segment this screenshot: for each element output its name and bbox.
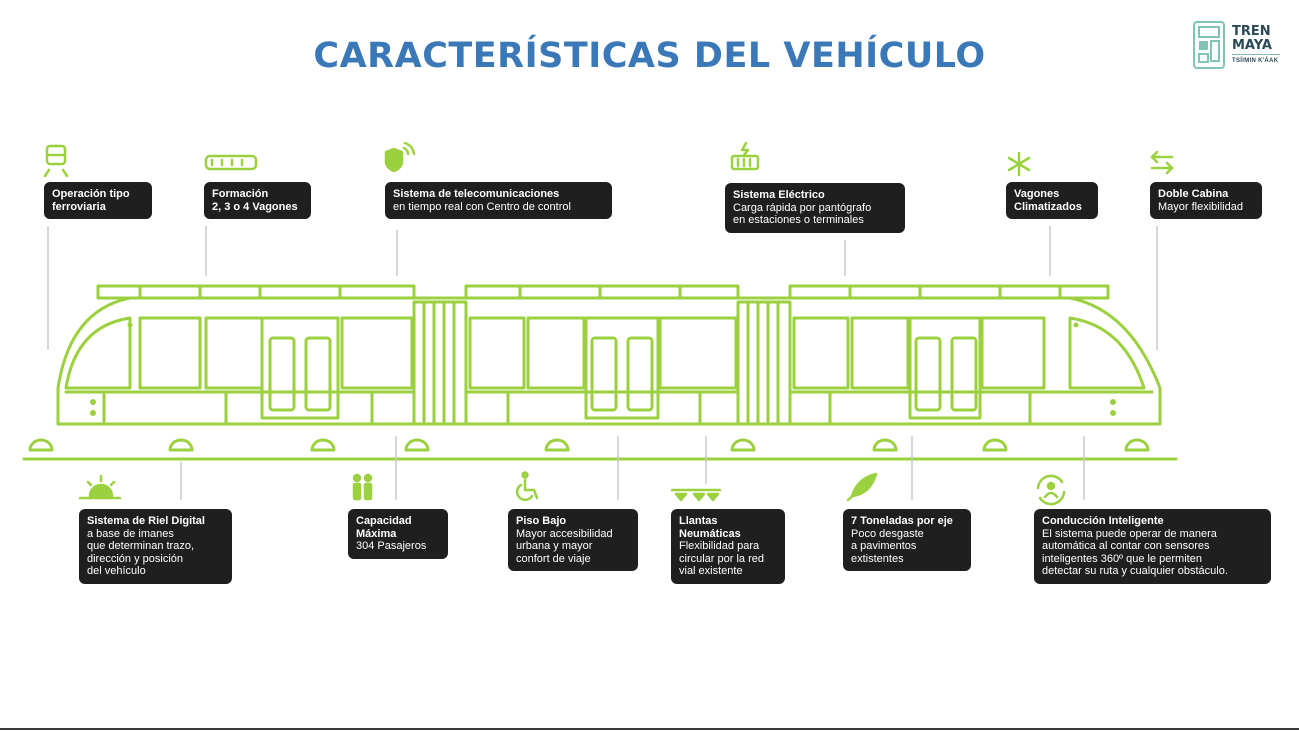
wheel [982,438,1008,452]
roof-unit-1 [96,284,416,300]
callout-body: Flexibilidad para circular por la red vi… [679,540,764,577]
front-windshield [64,316,132,390]
sunrise-icon [78,474,122,500]
callout-llantas: Llantas Neumáticas Flexibilidad para cir… [671,509,785,584]
wheel [544,438,570,452]
callout-title: Capacidad Máxima [356,515,412,540]
bottom-border [0,728,1299,730]
roof-unit-2 [464,284,740,300]
callout-title: Vagones Climatizados [1014,188,1082,213]
callout-body: 304 Pasajeros [356,540,427,552]
wheelchair-icon [515,471,539,502]
callout-formacion: Formación 2, 3 o 4 Vagones [204,182,311,219]
articulation-1 [412,300,468,426]
rear-windshield [1068,316,1146,390]
door-3 [908,316,982,420]
roof-unit-3 [788,284,1110,300]
callout-body: Mayor accesibilidad urbana y mayor confo… [516,527,613,565]
wheel [1124,438,1150,452]
callout-conduccion: Conducción Inteligente El sistema puede … [1034,509,1271,584]
logo-word-maya: MAYA [1232,38,1272,53]
callout-piso-bajo: Piso Bajo Mayor accesibilidad urbana y m… [508,509,638,571]
door-1 [260,316,340,420]
callout-body: en tiempo real con Centro de control [393,200,571,213]
callout-body: Poco desgaste a pavimentos extistentes [851,527,924,565]
logo-divider [1232,54,1280,55]
tren-maya-logo: TREN MAYA TSÍIMIN K'ÁAK [1192,20,1284,74]
callout-title: Llantas Neumáticas [679,515,741,540]
callout-title: Piso Bajo [516,515,567,527]
logo-tagline: TSÍIMIN K'ÁAK [1232,58,1279,64]
callout-body: a base de imanes que determinan trazo, d… [87,527,195,578]
people-icon [352,473,373,501]
callout-electrico: Sistema Eléctrico Carga rápida por pantó… [725,183,905,233]
callout-body: Mayor flexibilidad [1158,200,1243,213]
wheel [872,438,898,452]
logo-word-tren: TREN [1232,24,1271,39]
shield-signal-icon [384,141,416,173]
tires-icon [670,488,722,502]
wheel [404,438,430,452]
callout-title: Sistema Eléctrico [733,189,825,201]
train-icon [43,144,69,178]
callout-capacidad: Capacidad Máxima 304 Pasajeros [348,509,448,559]
page-title: CARACTERÍSTICAS DEL VEHÍCULO [313,36,986,76]
callout-title: Formación 2, 3 o 4 Vagones [212,188,298,213]
callout-telecom: Sistema de telecomunicaciones en tiempo … [385,182,612,219]
callout-riel-digital: Sistema de Riel Digital a base de imanes… [79,509,232,584]
smart-driving-icon [1036,474,1066,506]
callout-body: Carga rápida por pantógrafo en estacione… [733,201,872,227]
callout-title: Sistema de Riel Digital [87,515,205,527]
callout-body: El sistema puede operar de manera automá… [1042,527,1228,578]
articulation-2 [736,300,792,426]
callout-toneladas: 7 Toneladas por eje Poco desgaste a pavi… [843,509,971,571]
callout-climatizados: Vagones Climatizados [1006,182,1098,219]
tren-maya-glyph-icon [1193,21,1225,69]
railcar-icon [204,154,258,171]
callout-operacion: Operación tipo ferroviaria [44,182,152,219]
callout-title: 7 Toneladas por eje [851,515,953,527]
wheel [730,438,756,452]
feather-icon [846,472,878,502]
callout-doble-cabina: Doble Cabina Mayor flexibilidad [1150,182,1262,219]
callout-title: Operación tipo ferroviaria [52,188,130,213]
callout-title: Doble Cabina [1158,188,1229,200]
callout-title: Sistema de telecomunicaciones [393,188,560,200]
snowflake-icon [1007,151,1031,177]
wheel [310,438,336,452]
callout-title: Conducción Inteligente [1042,515,1164,527]
double-arrow-icon [1150,150,1174,175]
door-2 [584,316,660,420]
wheel [168,438,194,452]
wheel [28,438,54,452]
battery-charge-icon [730,141,760,171]
